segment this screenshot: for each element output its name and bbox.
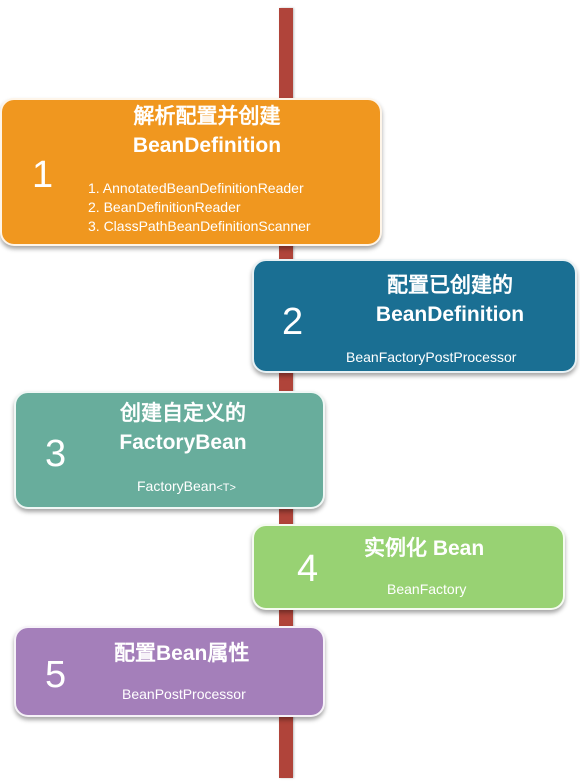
step-3-title-line1: 创建自定义的 xyxy=(120,402,246,425)
step-1-list-item: 3. ClassPathBeanDefinitionScanner xyxy=(88,218,311,234)
step-1-card: 1 解析配置并创建 BeanDefinition 1. AnnotatedBea… xyxy=(0,98,382,246)
step-2-number: 2 xyxy=(282,301,304,343)
step-4-card: 4 实例化 Bean BeanFactory xyxy=(252,524,565,610)
step-2-title-line1: 配置已创建的 xyxy=(387,274,513,297)
step-3-title-line2: FactoryBean xyxy=(119,431,247,454)
step-4-number: 4 xyxy=(297,548,319,590)
step-3-title: 创建自定义的 FactoryBean xyxy=(108,399,258,457)
step-5-card: 5 配置Bean属性 BeanPostProcessor xyxy=(14,626,325,717)
step-4-subtitle: BeanFactory xyxy=(387,581,467,597)
step-3-number: 3 xyxy=(45,433,67,475)
step-1-number: 1 xyxy=(32,154,54,196)
step-1-title-line2: BeanDefinition xyxy=(132,134,282,157)
step-2-title-line2: BeanDefinition xyxy=(375,303,525,326)
step-1-list-item: 2. BeanDefinitionReader xyxy=(88,199,241,215)
step-5-title: 配置Bean属性 xyxy=(114,642,250,665)
step-2-title: 配置已创建的 BeanDefinition xyxy=(350,271,550,329)
step-1-title: 解析配置并创建 BeanDefinition xyxy=(97,102,317,160)
step-2-card: 2 配置已创建的 BeanDefinition BeanFactoryPostP… xyxy=(252,259,577,373)
step-3-card: 3 创建自定义的 FactoryBean FactoryBean<T> xyxy=(14,391,325,509)
step-3-subtitle: FactoryBean<T> xyxy=(137,477,236,498)
step-1-list-item: 1. AnnotatedBeanDefinitionReader xyxy=(88,180,304,196)
step-3-subtitle-type-param: <T> xyxy=(216,482,236,494)
step-5-number: 5 xyxy=(45,654,67,696)
step-2-subtitle: BeanFactoryPostProcessor xyxy=(346,349,517,365)
step-5-subtitle: BeanPostProcessor xyxy=(122,686,246,702)
step-1-title-line1: 解析配置并创建 xyxy=(133,105,281,128)
step-1-reader-list: 1. AnnotatedBeanDefinitionReader 2. Bean… xyxy=(88,179,311,236)
step-4-title: 实例化 Bean xyxy=(364,537,485,560)
step-3-subtitle-main: FactoryBean xyxy=(137,478,217,494)
